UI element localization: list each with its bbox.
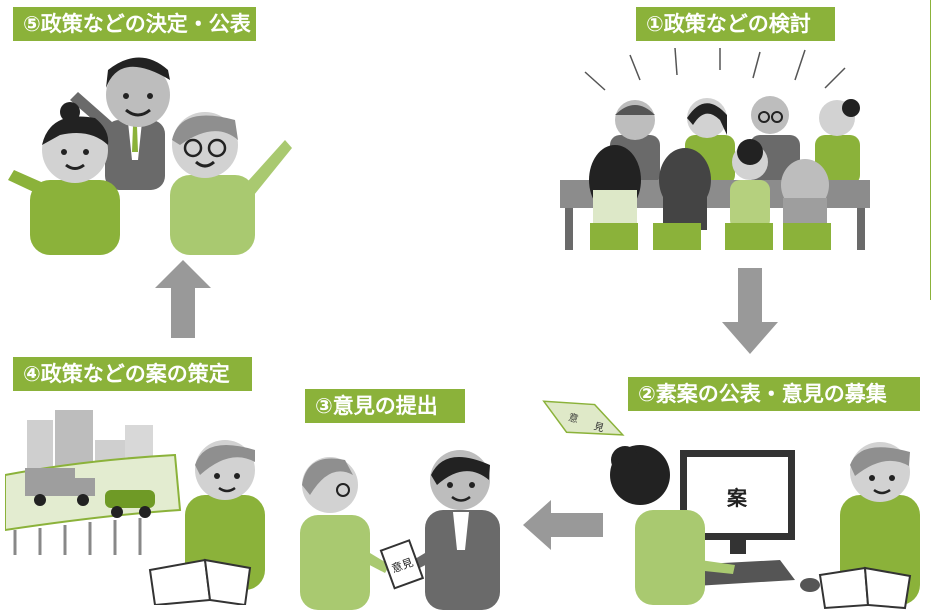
bridge-pillars — [13, 518, 142, 555]
official-figure — [405, 450, 500, 610]
scene-publish-draft: 意 見 案 — [542, 400, 920, 610]
meeting-people-front-row — [589, 139, 829, 230]
opinion-paper: 意見 — [379, 539, 425, 590]
man-in-suit-figure — [70, 57, 170, 190]
scene-meeting — [560, 47, 870, 250]
scene-decision-celebration — [8, 57, 292, 255]
step5-label: ⑤政策などの決定・公表 — [13, 7, 256, 41]
older-man-figure-right — [170, 112, 292, 255]
scene-submit-opinion: 意見 — [300, 450, 500, 610]
step4-label: ④政策などの案の策定 — [13, 357, 252, 391]
arrow-down — [722, 268, 778, 354]
flying-paper-text-1: 意 — [567, 410, 580, 425]
car-icon — [105, 490, 155, 518]
chairs — [590, 223, 831, 250]
open-book-icon-2 — [818, 566, 912, 610]
woman-at-computer-figure — [610, 445, 735, 605]
screen-text: 案 — [726, 486, 748, 510]
flying-paper-text-2: 見 — [593, 420, 606, 434]
open-book-icon — [148, 558, 252, 605]
arrow-up — [155, 260, 211, 338]
citizen-figure — [300, 457, 390, 610]
truck-icon — [25, 468, 95, 506]
step1-label: ①政策などの検討 — [636, 7, 835, 41]
woman-figure-left — [8, 102, 120, 255]
emphasis-lines — [584, 47, 846, 91]
mouse-icon — [800, 578, 820, 592]
arrow-left — [523, 500, 603, 550]
step3-label: ③意見の提出 — [305, 389, 465, 423]
flying-opinion-paper: 意 見 — [542, 400, 625, 436]
scene-drafting-plan — [5, 410, 265, 605]
step2-label: ②素案の公表・意見の募集 — [628, 377, 920, 411]
